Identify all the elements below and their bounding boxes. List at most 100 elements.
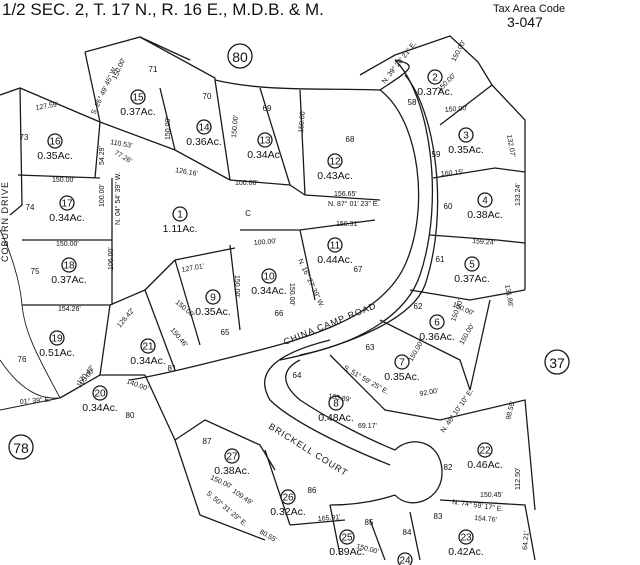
page-ref-78[interactable]: 78 (8, 434, 34, 460)
dimension-d48: 106.00' (108, 247, 115, 270)
dimension-d56: 01° 39" E. (19, 395, 51, 406)
parcel-10[interactable]: 10 0.34Ac. (251, 268, 287, 297)
parcel-number: 19 (51, 334, 63, 345)
parcel-23[interactable]: 230.42Ac. (448, 529, 484, 558)
parcel-circle (458, 529, 474, 545)
parcel-13[interactable]: 130.34Ac. (247, 132, 283, 161)
parcel-acreage: 0.44Ac. (317, 254, 353, 266)
parcel-number: 13 (259, 136, 271, 147)
parcel-21[interactable]: 210.34Ac. (130, 338, 166, 367)
dimension-d18: 98.55' (505, 400, 517, 420)
dimension-d51: 128.42' (116, 307, 136, 329)
parcel-circle (327, 237, 343, 253)
parcel-19[interactable]: 190.51Ac. (39, 330, 75, 359)
parcel-20[interactable]: 200.34Ac. (82, 385, 118, 414)
parcel-number: 3 (463, 131, 469, 142)
dimension-d44: 150.00' (174, 299, 196, 319)
lot-60: 60 (444, 202, 453, 211)
parcel-9[interactable]: 90.35Ac. (195, 289, 231, 318)
dimension-d60: 80.55' (258, 529, 278, 544)
dimension-d34: 100.00' (235, 180, 258, 187)
parcel-circle (339, 529, 355, 545)
parcel-27[interactable]: 27 0.38Ac. (214, 448, 250, 477)
parcel-16[interactable]: 160.35Ac. (37, 133, 73, 162)
dimension-d41: 100.00' (254, 238, 277, 247)
parcel-26[interactable]: 260.32Ac. (270, 489, 306, 518)
parcel-number: 27 (226, 452, 238, 463)
parcel-circle (458, 127, 474, 143)
lot-66: 66 (275, 309, 284, 318)
parcel-17[interactable]: 17 0.34Ac. (49, 195, 85, 224)
parcel-number: 14 (198, 123, 210, 134)
parcel-1[interactable]: 11.11Ac. (163, 206, 198, 235)
dimension-d39: 150.31' (336, 221, 359, 228)
parcel-number: 24 (399, 556, 411, 565)
parcel-number: 23 (460, 533, 472, 544)
dimension-d2: 150.00' (451, 40, 468, 63)
parcel-24[interactable]: 24 (397, 552, 413, 565)
parcel-5[interactable]: 5 0.37Ac. (454, 256, 490, 285)
parcel-4[interactable]: 40.38Ac. (467, 192, 503, 221)
parcel-number: 5 (469, 260, 475, 271)
lot-69: 69 (263, 104, 272, 113)
parcel-14[interactable]: 14 0.36Ac. (186, 119, 222, 148)
parcel-circle (130, 89, 146, 105)
lot-74: 74 (26, 203, 35, 212)
parcel-circle (140, 338, 156, 354)
parcel-circle (257, 132, 273, 148)
lot-76: 76 (18, 355, 27, 364)
dimension-d27: 110.53' (110, 139, 133, 150)
parcel-15[interactable]: 150.37Ac. (120, 89, 156, 118)
parcel-6[interactable]: 60.36Ac. (419, 314, 455, 343)
parcel-7[interactable]: 70.35Ac. (384, 354, 420, 383)
parcel-circle (61, 257, 77, 273)
dimension-d38: 150.00' (298, 110, 307, 133)
parcel-2[interactable]: 20.37Ac. (417, 69, 453, 98)
dimension-d55: 140.00' (125, 378, 149, 392)
dimension-d15: 165.89' (328, 393, 352, 404)
parcel-number: 9 (210, 293, 216, 304)
page-ref-80[interactable]: 80 (227, 43, 253, 69)
parcel-circle (328, 395, 344, 411)
parcel-number: 16 (49, 137, 61, 148)
parcel-acreage: 0.36Ac. (186, 136, 222, 148)
parcel-number: 1 (177, 210, 183, 221)
parcel-25[interactable]: 250.39Ac. (329, 529, 365, 558)
parcel-12[interactable]: 120.43Ac. (317, 153, 353, 182)
parcel-circle (172, 206, 188, 222)
dimension-d12: 150.00' (408, 340, 425, 363)
lot-68: 68 (346, 135, 355, 144)
parcel-circle (224, 448, 240, 464)
parcel-18[interactable]: 180.37Ac. (51, 257, 87, 286)
parcel-number: 6 (434, 318, 440, 329)
dimension-d5: 132.07' (505, 134, 516, 158)
parcel-3[interactable]: 30.35Ac. (448, 127, 484, 156)
dimension-d35: 156.65' (334, 191, 357, 198)
parcel-acreage: 0.34Ac. (49, 212, 85, 224)
parcel-acreage: 0.38Ac. (214, 465, 250, 477)
parcel-22[interactable]: 220.46Ac. (467, 442, 503, 471)
lot-59: 59 (432, 150, 441, 159)
parcel-number: 10 (263, 272, 275, 283)
parcel-acreage: 0.48Ac. (318, 412, 354, 424)
dimension-d50: 154.26' (58, 306, 81, 313)
dimension-d43: 127.01' (181, 263, 205, 274)
parcel-11[interactable]: 110.44Ac. (317, 237, 353, 266)
parcel-acreage: 0.34Ac. (82, 402, 118, 414)
dimension-d11: 150.00' (459, 323, 476, 346)
dimension-d7: 133.24' (515, 183, 522, 206)
parcel-acreage: 0.34Ac. (130, 355, 166, 367)
road-brickell-court: BRICKELL COURT (267, 421, 350, 478)
parcel-number: 17 (61, 199, 73, 210)
dimension-d37: 150.00' (231, 115, 240, 138)
road-coburn: COBURN DRIVE (0, 181, 10, 262)
page-ref-37[interactable]: 37 (544, 349, 570, 375)
parcel-acreage: 0.37Ac. (454, 273, 490, 285)
parcel-8[interactable]: 80.48Ac. (318, 395, 354, 424)
parcel-acreage: 0.34Ac. (251, 285, 287, 297)
parcel-number: 26 (282, 493, 294, 504)
parcel-acreage: 0.43Ac. (317, 170, 353, 182)
dimension-d47: 100.00' (99, 184, 106, 207)
lot-71: 71 (149, 65, 158, 74)
